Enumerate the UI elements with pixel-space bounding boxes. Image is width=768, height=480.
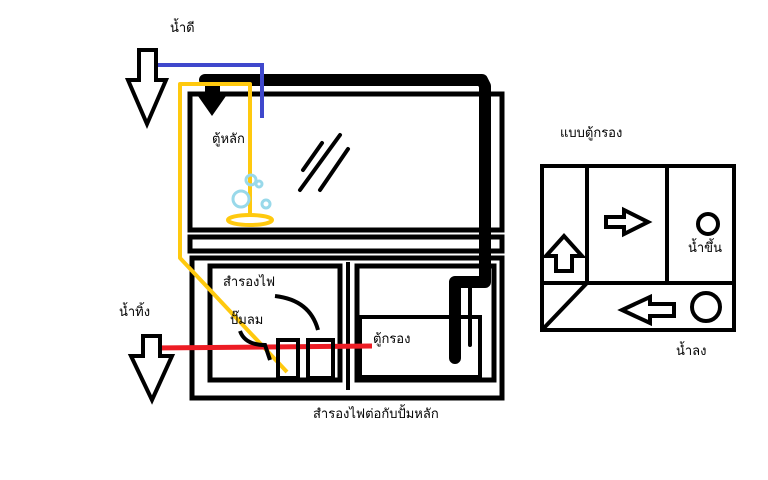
air-pump-label: ปั๊มลม: [230, 313, 264, 328]
water-down-circle-icon: [690, 291, 722, 323]
right-arrow-icon: [604, 206, 653, 238]
water-down-label: น้ำลง: [676, 344, 707, 359]
air-pump-device: [276, 338, 300, 380]
good-water-label: น้ำดี: [170, 21, 195, 36]
pump-cable: [238, 330, 272, 361]
power-backup-device: [306, 338, 335, 380]
filter-tank-inner: [358, 315, 482, 379]
main-tank-label: ตู้หลัก: [212, 132, 245, 147]
filter-style-outline: [540, 164, 736, 332]
cabinet-left-compartment: [207, 263, 343, 383]
filter-tank-label: ตู้กรอง: [373, 332, 411, 347]
main-tank-outline: [187, 91, 505, 233]
inflow-arrow-icon: [198, 86, 226, 116]
filter-style-title: แบบตู้กรอง: [560, 126, 623, 141]
waste-water-direction-arrow-icon: [127, 334, 176, 405]
up-arrow-icon: [541, 233, 587, 273]
bubbles-icon: [231, 173, 272, 210]
good-water-direction-arrow-icon: [124, 48, 170, 130]
left-arrow-icon: [617, 293, 676, 327]
filter-tank-outline: [354, 263, 497, 383]
waste-water-label: น้ำทิ้ง: [119, 305, 151, 320]
water-up-circle-icon: [696, 212, 720, 236]
backup-note-label: สำรองไฟต่อกับปั้มหลัก: [313, 407, 439, 422]
good-water-line: [150, 63, 264, 118]
stand-top-shelf: [187, 234, 505, 254]
air-line: [178, 82, 289, 374]
glass-reflection-icon: [298, 133, 350, 192]
filter-style-diagram: [540, 164, 736, 332]
power-backup-label: สำรองไฟ: [223, 275, 276, 290]
return-pipe: [199, 74, 491, 364]
cabinet-outline: [189, 255, 505, 401]
power-cable: [274, 294, 320, 331]
waste-water-line: [151, 343, 373, 351]
water-up-label: น้ำขึ้น: [688, 241, 722, 256]
air-stone: [226, 213, 274, 227]
